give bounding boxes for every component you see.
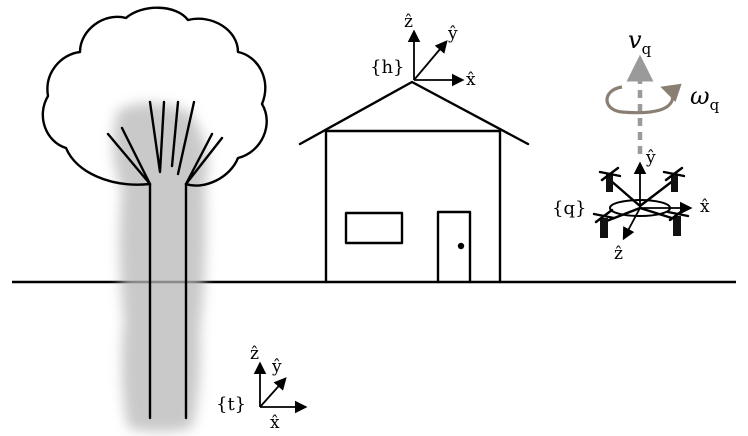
house-z-label: ẑ — [404, 12, 413, 32]
tree-branches — [106, 100, 224, 186]
house-door — [436, 210, 472, 284]
angular-velocity-symbol: ω — [690, 82, 710, 110]
quad-x-label: x̂ — [700, 197, 710, 217]
quad-z-label: ẑ — [614, 244, 623, 264]
tree-z-label: ẑ — [250, 344, 259, 364]
velocity-symbol: v — [628, 26, 642, 54]
house-y-label: ŷ — [447, 24, 458, 44]
house-roof — [298, 80, 530, 146]
tree-y-label: ŷ — [271, 357, 282, 377]
angular-velocity-arrow: ωq — [605, 82, 720, 115]
house-window — [344, 211, 404, 245]
house-frame: {h} ẑ ŷ x̂ — [370, 12, 476, 90]
svg-text:vq: vq — [628, 26, 652, 58]
tree-trunk — [148, 182, 188, 420]
tree — [41, 6, 268, 420]
velocity-subscript: q — [642, 40, 652, 58]
tree-canopy — [41, 6, 268, 187]
tree-frame: {t} ẑ ŷ x̂ — [216, 344, 308, 433]
house — [298, 80, 530, 284]
house-walls — [324, 129, 502, 284]
door-knob — [457, 242, 465, 250]
quad-y-label: ŷ — [645, 148, 656, 168]
quad-frame-label: {q} — [552, 198, 586, 219]
tree-frame-label: {t} — [216, 394, 246, 415]
tree-x-label: x̂ — [270, 413, 280, 433]
quad-frame: {q} ŷ x̂ ẑ — [552, 148, 710, 264]
angular-velocity-subscript: q — [710, 96, 720, 114]
quadrotor — [592, 166, 690, 238]
velocity-arrow: vq — [626, 26, 654, 154]
house-frame-label: {h} — [370, 57, 405, 78]
svg-text:ωq: ωq — [690, 82, 720, 114]
house-x-label: x̂ — [466, 70, 476, 90]
